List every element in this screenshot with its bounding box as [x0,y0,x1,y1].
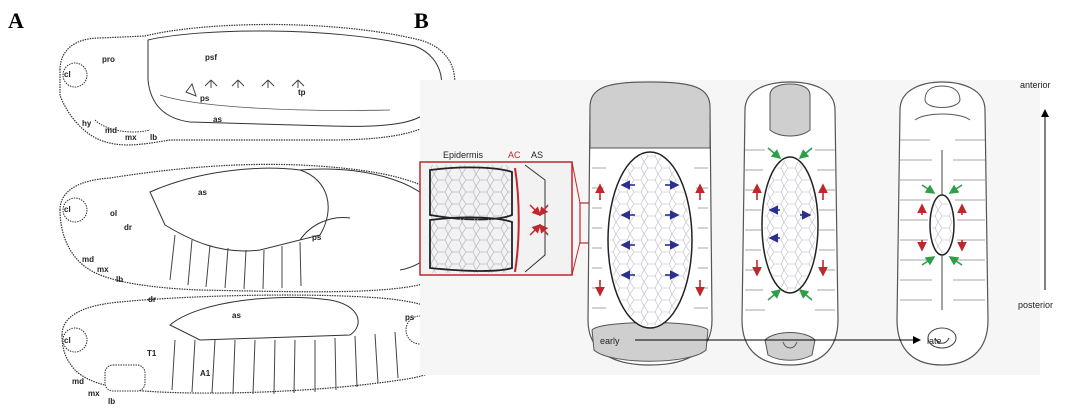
label-mx-bottom: mx [88,389,100,398]
label-as-middle: as [198,188,207,197]
embryo-early [588,82,712,365]
inset-label-ac: AC [508,150,521,160]
label-lb-top: lb [150,133,157,142]
label-ol: ol [110,209,117,218]
label-hy: hy [82,119,92,128]
label-a1: A1 [200,369,211,378]
inset-epidermis-ac-as: Epidermis AC AS [420,150,598,275]
inset-label-epidermis: Epidermis [443,150,484,160]
axis-label-posterior: posterior [1018,300,1053,310]
inset-label-as: AS [531,150,543,160]
label-psf: psf [205,53,217,62]
label-md-bottom: md [72,377,84,386]
label-dr-middle: dr [124,223,132,232]
label-cl-top: cl [64,70,71,79]
embryo-middle: cl as ol dr ps md mx lb [60,164,456,291]
axis-label-anterior: anterior [1020,80,1051,90]
time-label-early: early [600,336,620,346]
label-lb-middle: lb [116,275,123,284]
embryo-bottom: cl dr as ps A9 T1 A1 md mx lb [62,295,462,406]
time-label-late: late [927,336,942,346]
label-lb-bottom: lb [108,397,115,406]
label-t1: T1 [147,349,157,358]
label-md-middle: md [82,255,94,264]
embryo-mid [742,82,838,365]
label-as-bottom: as [232,311,241,320]
label-tp: tp [298,88,306,97]
label-pro: pro [102,55,115,64]
embryo-top: cl pro psf ps tp as hy md mx lb [60,25,455,145]
label-mx-top: mx [125,133,137,142]
label-ps-top: ps [200,94,210,103]
label-md-top: md [105,126,117,135]
label-dr-bottom: dr [148,295,156,304]
label-mx-middle: mx [97,265,109,274]
embryo-late [897,82,988,365]
label-as-top: as [213,115,222,124]
label-ps-middle: ps [312,233,322,242]
label-cl-bottom: cl [64,336,71,345]
label-ps-bottom: ps [405,313,415,322]
label-cl-middle: cl [64,205,71,214]
